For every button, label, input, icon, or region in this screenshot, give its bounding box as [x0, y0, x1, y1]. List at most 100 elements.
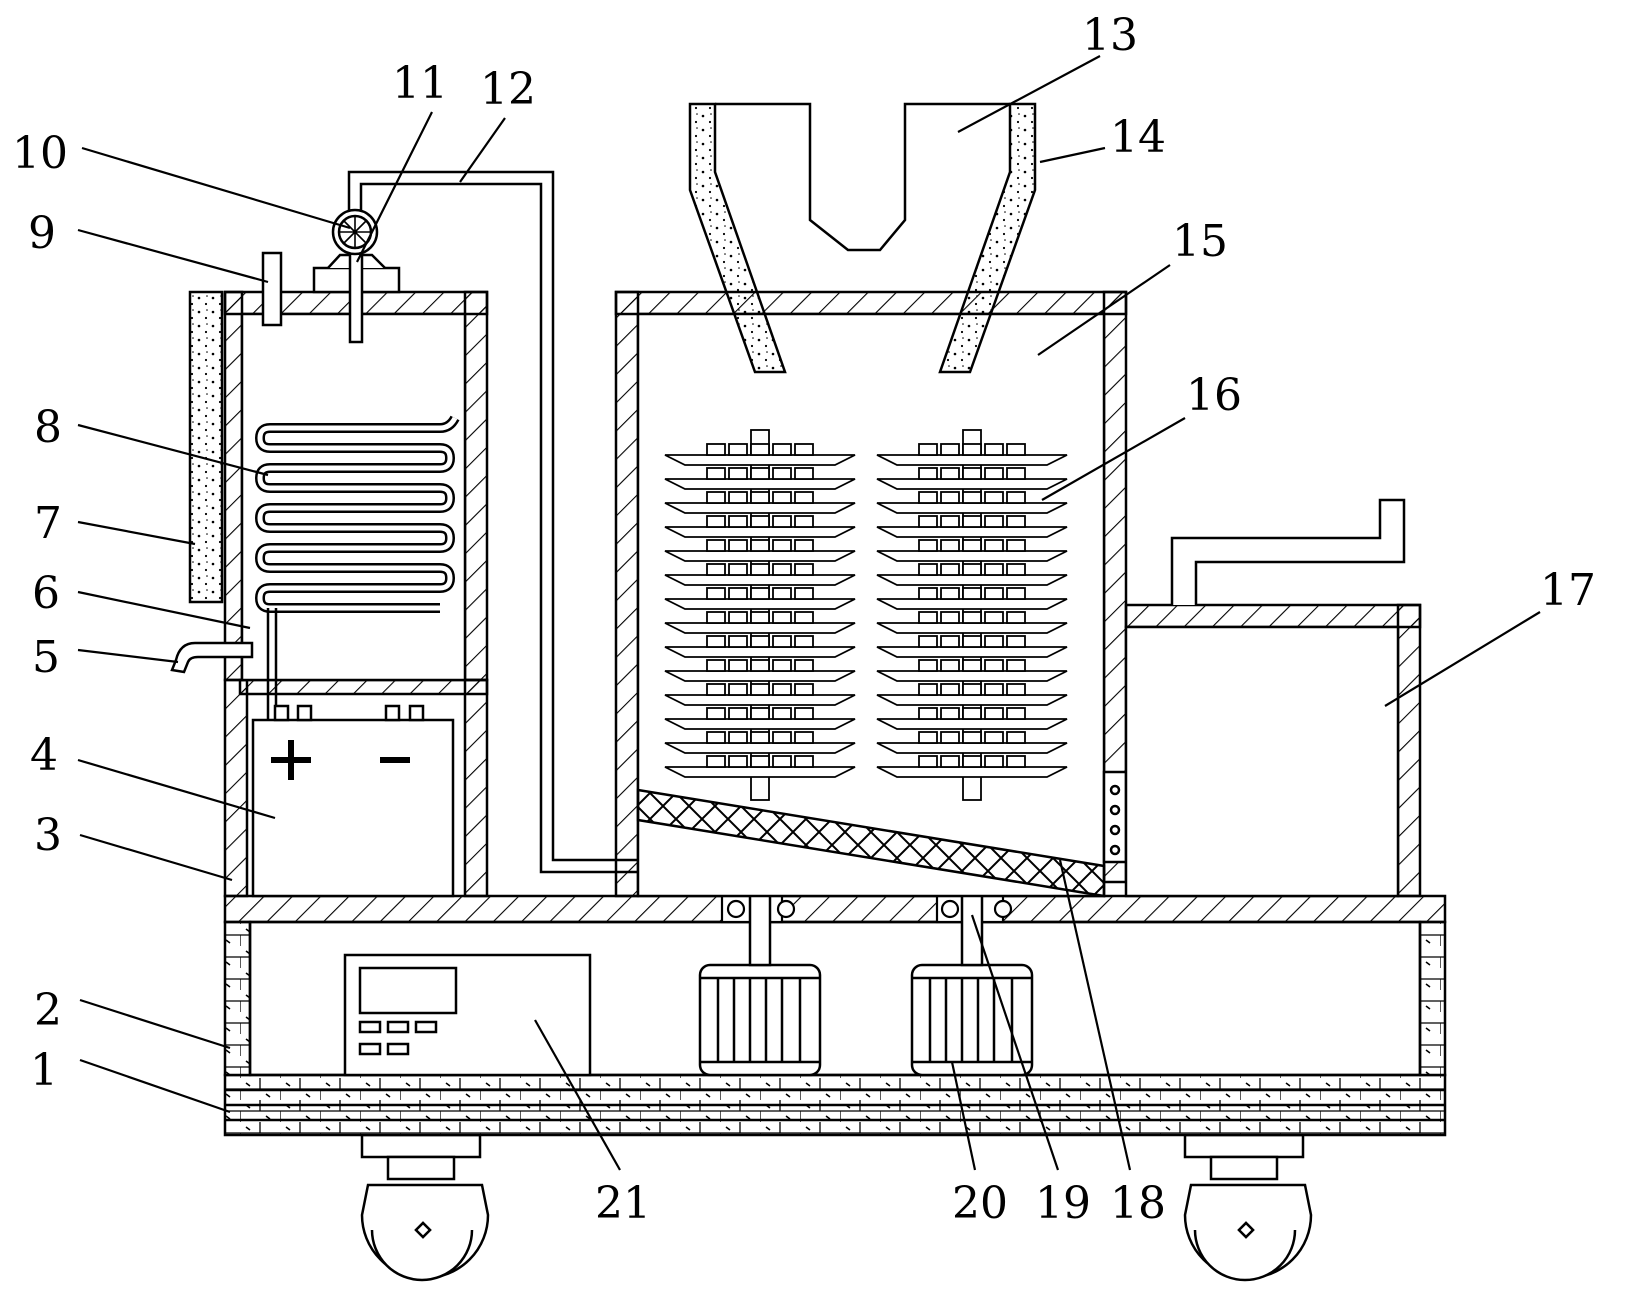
- base-plate: [223, 1073, 1447, 1137]
- crusher-tooth: [794, 515, 814, 528]
- crusher-blade: [664, 742, 856, 754]
- crusher-tooth: [1006, 755, 1026, 768]
- label-11: 11: [392, 58, 448, 109]
- crusher-tooth: [706, 563, 726, 576]
- crusher-tooth: [940, 515, 960, 528]
- crusher-tooth: [728, 659, 748, 672]
- crusher-tooth: [728, 731, 748, 744]
- crusher-tooth: [940, 707, 960, 720]
- crusher-tooth: [962, 539, 982, 552]
- crusher-tooth: [794, 707, 814, 720]
- crusher-tooth: [794, 755, 814, 768]
- crusher-tooth: [706, 707, 726, 720]
- crusher-tooth: [984, 443, 1004, 456]
- crusher-blade: [876, 694, 1068, 706]
- crusher-tooth: [772, 467, 792, 480]
- crusher-tooth: [794, 731, 814, 744]
- crusher-tooth: [1006, 635, 1026, 648]
- crushing-chamber: [614, 290, 1128, 898]
- crusher-tooth: [750, 755, 770, 768]
- crusher-tooth: [962, 563, 982, 576]
- crusher-tooth: [772, 587, 792, 600]
- collection-box: [1124, 498, 1422, 898]
- label-1: 1: [30, 1045, 58, 1096]
- crusher-tooth: [706, 515, 726, 528]
- crusher-tooth: [750, 515, 770, 528]
- label-7: 7: [34, 498, 62, 549]
- crusher-blade: [876, 646, 1068, 658]
- crusher-tooth: [772, 731, 792, 744]
- crusher-tooth: [1006, 539, 1026, 552]
- crusher-tooth: [940, 443, 960, 456]
- crusher-tooth: [984, 635, 1004, 648]
- motor-left: [698, 963, 822, 1077]
- crusher-blade: [664, 766, 856, 778]
- crusher-tooth: [728, 563, 748, 576]
- crusher-blade: [876, 718, 1068, 730]
- crusher-tooth: [918, 515, 938, 528]
- crusher-tooth: [772, 659, 792, 672]
- crusher-blade: [664, 646, 856, 658]
- crusher-tooth: [794, 539, 814, 552]
- crusher-tooth: [772, 443, 792, 456]
- crusher-blade: [876, 622, 1068, 634]
- crusher-blade: [664, 694, 856, 706]
- crusher-tooth: [750, 491, 770, 504]
- label-3: 3: [34, 810, 62, 861]
- crusher-tooth: [940, 683, 960, 696]
- crusher-tooth: [794, 467, 814, 480]
- label-20: 20: [952, 1178, 1008, 1229]
- crusher-tooth: [728, 491, 748, 504]
- crusher-tooth: [962, 635, 982, 648]
- crusher-tooth: [918, 443, 938, 456]
- crusher-tooth: [962, 683, 982, 696]
- crusher-tooth: [918, 563, 938, 576]
- crusher-tooth: [918, 539, 938, 552]
- label-5: 5: [32, 632, 60, 683]
- left-wheel: [360, 1133, 490, 1282]
- label-4: 4: [30, 730, 58, 781]
- crusher-tooth: [1006, 611, 1026, 624]
- crusher-tooth: [750, 539, 770, 552]
- label-18: 18: [1110, 1178, 1166, 1229]
- crusher-tooth: [940, 635, 960, 648]
- crusher-tooth: [750, 587, 770, 600]
- label-8: 8: [34, 402, 62, 453]
- crusher-tooth: [706, 635, 726, 648]
- crusher-tooth: [706, 443, 726, 456]
- crusher-tooth: [1006, 707, 1026, 720]
- label-14: 14: [1110, 112, 1166, 163]
- crusher-tooth: [706, 731, 726, 744]
- crusher-tooth: [1006, 515, 1026, 528]
- label-12: 12: [480, 64, 536, 115]
- controller: [343, 953, 592, 1077]
- crusher-tooth: [918, 467, 938, 480]
- crusher-blade: [876, 670, 1068, 682]
- crusher-blade: [664, 670, 856, 682]
- crusher-rollers: [664, 429, 1068, 801]
- crusher-tooth: [750, 563, 770, 576]
- crusher-tooth: [772, 611, 792, 624]
- cooling-unit: [170, 251, 489, 898]
- crusher-tooth: [918, 491, 938, 504]
- crusher-tooth: [962, 515, 982, 528]
- crusher-tooth: [728, 539, 748, 552]
- crusher-tooth: [750, 731, 770, 744]
- crusher-tooth: [728, 635, 748, 648]
- crusher-blade: [664, 550, 856, 562]
- crusher-tooth: [772, 563, 792, 576]
- crusher-tooth: [984, 467, 1004, 480]
- crusher-tooth: [984, 683, 1004, 696]
- crusher-tooth: [984, 539, 1004, 552]
- crusher-tooth: [706, 755, 726, 768]
- crusher-tooth: [918, 635, 938, 648]
- lower-cabinet: [223, 894, 1447, 1077]
- crusher-tooth: [772, 683, 792, 696]
- crusher-tooth: [962, 707, 982, 720]
- crusher-tooth: [772, 515, 792, 528]
- crusher-tooth: [1006, 467, 1026, 480]
- crusher-tooth: [984, 755, 1004, 768]
- crusher-tooth: [728, 467, 748, 480]
- crusher-tooth: [750, 443, 770, 456]
- crusher-blade: [876, 454, 1068, 466]
